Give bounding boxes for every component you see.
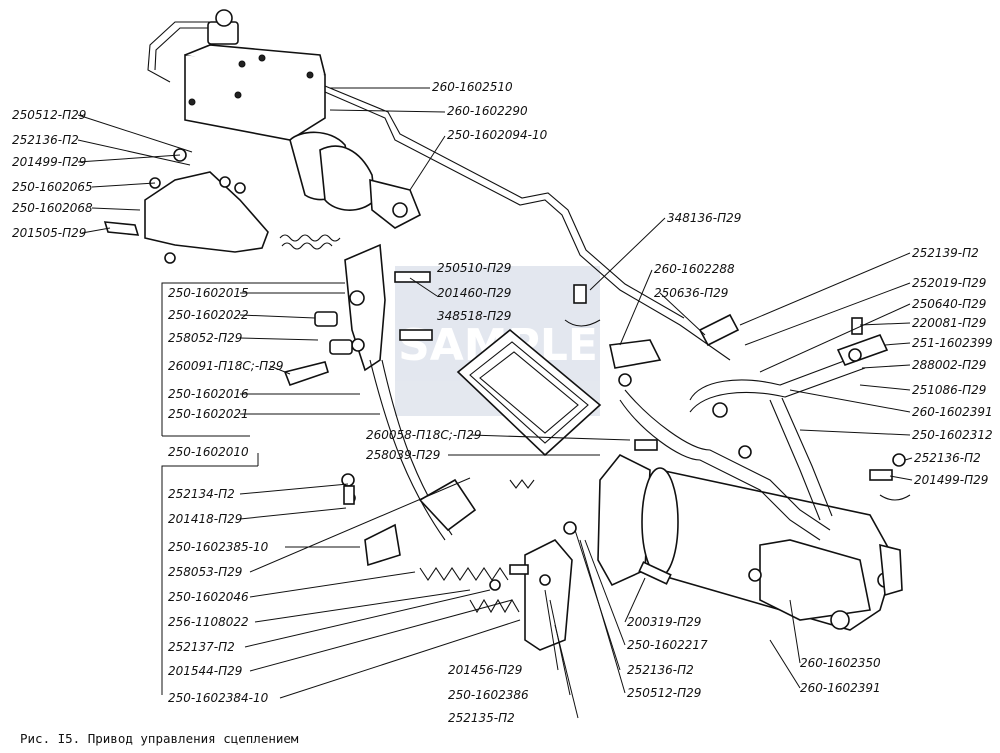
pedal-pad xyxy=(418,328,602,532)
part-label: 260-1602350 xyxy=(800,656,881,670)
hose xyxy=(619,399,821,541)
part-label: 250-1602021 xyxy=(168,407,249,421)
part-label: 348136-П29 xyxy=(667,211,742,225)
part-label: 250512-П29 xyxy=(12,108,87,122)
part-label: 250636-П29 xyxy=(654,286,729,300)
part-label: 258052-П29 xyxy=(168,331,243,345)
part-label: 250-1602046 xyxy=(168,590,249,604)
part-label: 252139-П2 xyxy=(912,246,979,260)
part-label: 252136-П2 xyxy=(627,663,694,677)
figure-caption: Рис. I5. Привод управления сцеплением xyxy=(20,731,299,746)
part-label: 250-1602094-10 xyxy=(447,128,548,142)
clutch-pipe xyxy=(324,91,731,361)
booster-spring xyxy=(419,567,509,581)
part-label: 260-1602391 xyxy=(912,405,993,419)
part-label: 220081-П29 xyxy=(912,316,987,330)
part-label: 252135-П2 xyxy=(448,711,515,725)
master-cylinder xyxy=(147,9,422,229)
part-label: 260-1602288 xyxy=(654,262,735,276)
return-spring xyxy=(279,234,341,242)
part-label: 252019-П29 xyxy=(912,276,987,290)
part-label: 251-1602399 xyxy=(912,336,993,350)
mounting-plate xyxy=(524,539,573,651)
part-label: 260-1602290 xyxy=(447,104,528,118)
part-label: 252136-П2 xyxy=(12,133,79,147)
pedal-lever xyxy=(283,243,453,541)
part-label: 250-1602010 xyxy=(168,445,249,459)
part-label: 250-1602217 xyxy=(627,638,708,652)
part-label: 252134-П2 xyxy=(168,487,235,501)
part-label: 252136-П2 xyxy=(914,451,981,465)
fasteners xyxy=(341,284,906,591)
part-label: 250-1602022 xyxy=(168,308,249,322)
part-label: 250-1602015 xyxy=(168,286,249,300)
part-label: 201499-П29 xyxy=(12,155,87,169)
part-label: 250-1602385-10 xyxy=(168,540,269,554)
clutch-booster xyxy=(641,445,903,631)
part-label: 250510-П29 xyxy=(437,261,512,275)
part-label: 250640-П29 xyxy=(912,297,987,311)
part-label: 201460-П29 xyxy=(437,286,512,300)
part-label: 250-1602386 xyxy=(448,688,529,702)
part-label: 250-1602068 xyxy=(12,201,93,215)
part-label: 201418-П29 xyxy=(168,512,243,526)
part-label: 200319-П29 xyxy=(627,615,702,629)
part-label: 260058-П18С;-П29 xyxy=(366,428,482,442)
part-label: 260-1602391 xyxy=(800,681,881,695)
pedal-bracket xyxy=(103,148,269,264)
part-label: 288002-П29 xyxy=(912,358,987,372)
part-label: 258053-П29 xyxy=(168,565,243,579)
part-label: 250-1602016 xyxy=(168,387,249,401)
part-label: 251086-П29 xyxy=(912,383,987,397)
part-label: 260-1602510 xyxy=(432,80,513,94)
part-label: 250512-П29 xyxy=(627,686,702,700)
part-label: 201499-П29 xyxy=(914,473,989,487)
part-label: 201456-П29 xyxy=(448,663,523,677)
part-label: 250-1602065 xyxy=(12,180,93,194)
part-label: 201505-П29 xyxy=(12,226,87,240)
part-label: 256-1108022 xyxy=(168,615,249,629)
part-label: 260091-П18С;-П29 xyxy=(168,359,284,373)
part-label: 250-1602384-10 xyxy=(168,691,269,705)
leader-lines xyxy=(77,87,913,719)
part-label: 250-1602312 xyxy=(912,428,993,442)
part-label: 258039-П29 xyxy=(366,448,441,462)
part-label: 201544-П29 xyxy=(168,664,243,678)
part-label: 252137-П2 xyxy=(168,640,235,654)
part-label: 348518-П29 xyxy=(437,309,512,323)
arc-mark xyxy=(564,319,601,327)
